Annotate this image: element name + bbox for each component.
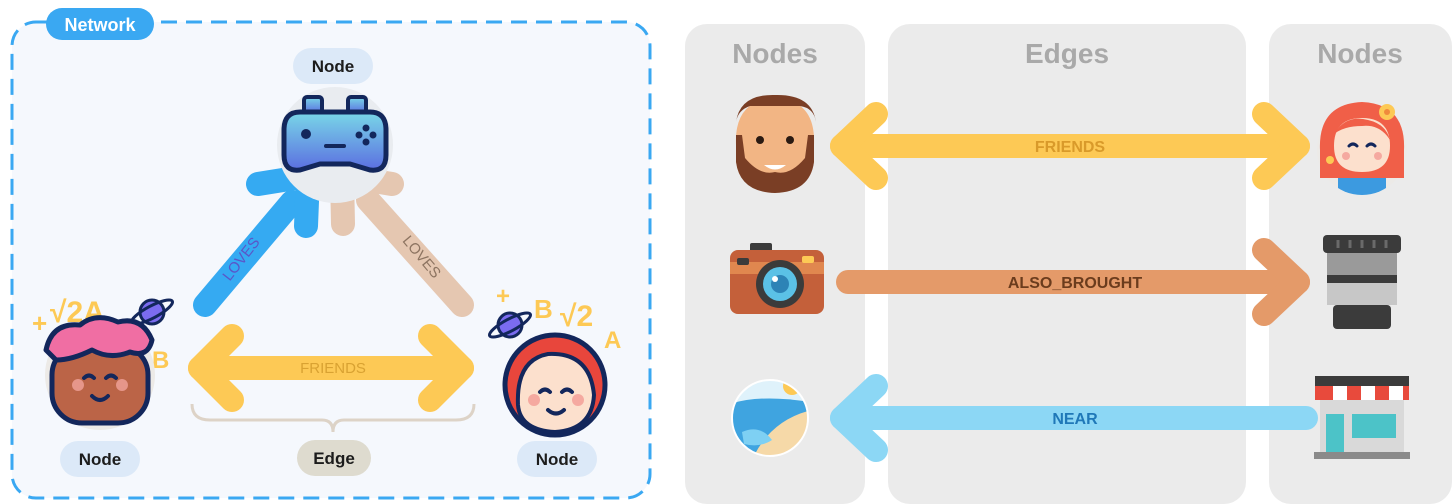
network-frame	[10, 20, 652, 500]
network-badge-label: Network	[64, 15, 136, 35]
boy-avatar-icon: + √2A B	[32, 296, 175, 430]
table-row: FRIENDS	[735, 94, 1407, 195]
edge-pill-label: Edge	[313, 449, 355, 468]
svg-text:+: +	[32, 308, 47, 338]
camera-lens-icon	[1323, 235, 1401, 329]
friends-edge-label: FRIENDS	[1035, 139, 1106, 156]
column-edges	[888, 24, 1246, 504]
table-row: ALSO_BROUGHT	[730, 235, 1401, 329]
column-header-edges: Edges	[1025, 38, 1109, 69]
gamepad-icon	[277, 87, 393, 203]
column-header-nodes-right: Nodes	[1317, 38, 1403, 69]
edge-brace	[190, 403, 476, 433]
bearded-man-icon	[735, 94, 816, 193]
camera-icon	[730, 243, 824, 314]
svg-text:√2: √2	[560, 300, 593, 333]
svg-text:A: A	[604, 327, 621, 354]
top-node-pill: Node	[293, 48, 373, 84]
also-brought-arrow: ALSO_BROUGHT	[836, 238, 1310, 326]
store-icon	[1314, 376, 1410, 459]
svg-text:+: +	[496, 283, 510, 310]
friends-arrow: FRIENDS	[830, 102, 1310, 190]
beach-icon	[731, 379, 809, 457]
top-node-label: Node	[312, 57, 355, 76]
left-node-label: Node	[79, 450, 122, 469]
table-panel: Nodes Edges Nodes FRIENDS	[685, 24, 1452, 504]
network-panel: Network LOVES LOVES FRIENDS Edge	[10, 8, 652, 500]
svg-text:B: B	[152, 347, 169, 374]
right-node-label: Node	[536, 450, 579, 469]
also-brought-edge-label: ALSO_BROUGHT	[1008, 275, 1142, 292]
table-row: NEAR	[731, 374, 1410, 462]
svg-text:B: B	[534, 294, 553, 324]
near-edge-label: NEAR	[1052, 411, 1098, 428]
planet-icon	[487, 311, 533, 339]
network-badge: Network	[46, 8, 154, 40]
left-node-pill: Node	[60, 441, 140, 477]
edge-friends: FRIENDS	[188, 324, 474, 412]
column-header-nodes-left: Nodes	[732, 38, 818, 69]
girl-with-flower-icon	[1317, 102, 1407, 195]
edge-pill: Edge	[297, 440, 371, 476]
right-node-pill: Node	[517, 441, 597, 477]
girl-avatar-icon: + B √2 A	[487, 283, 621, 438]
near-arrow: NEAR	[830, 374, 1318, 462]
edge-friends-label: FRIENDS	[300, 360, 366, 377]
